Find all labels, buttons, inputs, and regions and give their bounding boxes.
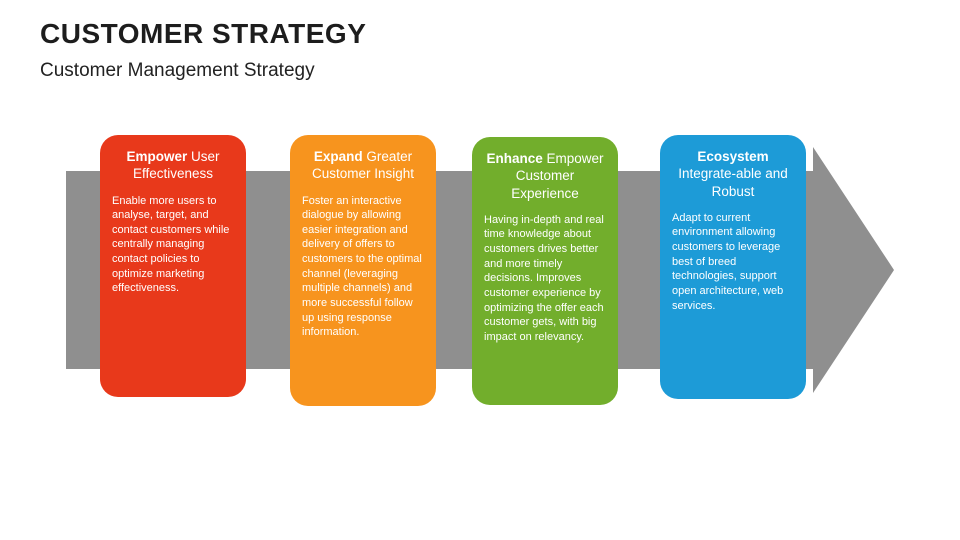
card-heading: Enhance Empower Customer Experience (484, 150, 606, 202)
strategy-card-expand: Expand Greater Customer Insight Foster a… (290, 135, 436, 406)
card-heading-bold: Enhance (486, 151, 543, 166)
card-body-text: Having in-depth and real time knowledge … (484, 213, 604, 343)
card-heading-rest: Greater Customer Insight (311, 149, 415, 182)
card-heading-bold: Ecosystem (697, 149, 769, 164)
card-body-text: Foster an interactive dialogue by allowi… (302, 194, 422, 339)
page-title: CUSTOMER STRATEGY (40, 18, 367, 49)
card-heading: Ecosystem Integrate-able and Robust (672, 148, 794, 200)
card-body-text: Adapt to current environment allowing cu… (672, 211, 784, 312)
strategy-card-empower: Empower User Effectiveness Enable more u… (100, 135, 246, 397)
card-body-text: Enable more users to analyse, target, an… (112, 194, 230, 295)
card-heading-bold: Empower (126, 149, 188, 164)
card-heading-rest: Integrate-able and Robust (678, 166, 788, 199)
card-heading: Expand Greater Customer Insight (302, 148, 424, 183)
strategy-card-ecosystem: Ecosystem Integrate-able and Robust Adap… (660, 135, 806, 399)
card-heading: Empower User Effectiveness (112, 148, 234, 183)
card-heading-rest: Empower Customer Experience (511, 151, 604, 201)
page-subtitle: Customer Management Strategy (40, 60, 315, 81)
card-heading-bold: Expand (313, 149, 363, 164)
card-heading-rest: User Effectiveness (132, 149, 220, 182)
strategy-card-enhance: Enhance Empower Customer Experience Havi… (472, 137, 618, 405)
